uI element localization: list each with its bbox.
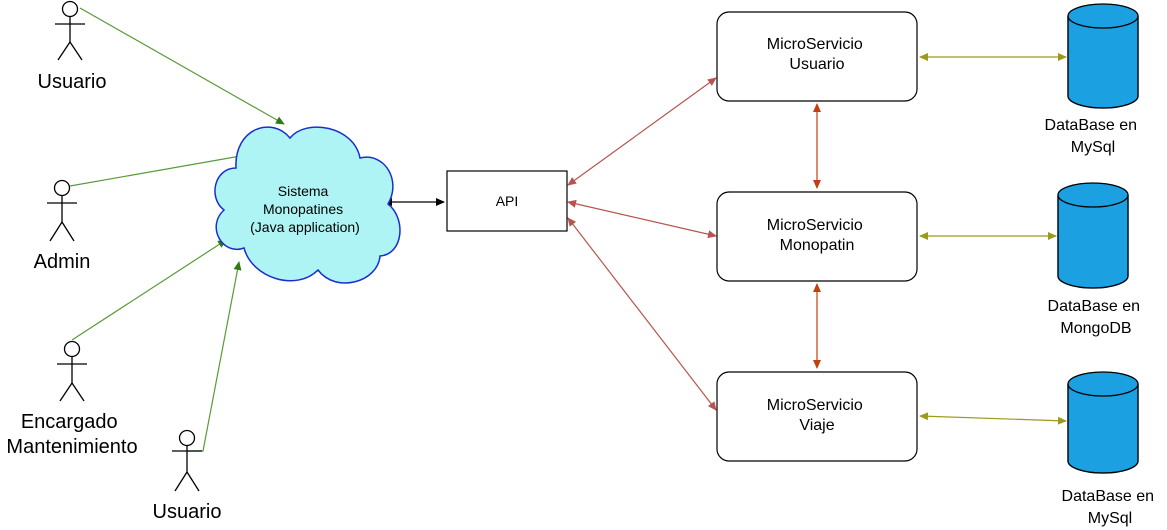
system-label-line-2: Monopatines bbox=[263, 201, 343, 217]
database-label-line-1: DataBase en bbox=[1062, 488, 1155, 505]
stick-figure-icon bbox=[172, 429, 202, 492]
actor-label: Usuario bbox=[153, 501, 222, 523]
database-viaje: DataBase en MySql bbox=[1062, 371, 1159, 527]
service-label-line-1: MicroServicio bbox=[767, 36, 863, 53]
actor-label: Usuario bbox=[38, 71, 107, 93]
actor-usuario-bottom: Usuario bbox=[153, 429, 222, 523]
edge-encargado-system bbox=[71, 239, 227, 341]
api-node: API bbox=[446, 170, 568, 232]
edge-api-monopatin bbox=[567, 199, 717, 239]
service-label-line-2: Viaje bbox=[799, 417, 834, 434]
stick-figure-icon bbox=[47, 179, 77, 242]
actor-label-line-2: Mantenimiento bbox=[6, 436, 137, 458]
database-label: DataBase en MongoDB bbox=[1048, 298, 1145, 337]
database-cylinder-icon bbox=[1057, 182, 1129, 289]
api-box bbox=[446, 170, 568, 232]
service-box bbox=[716, 11, 918, 102]
system-label: Sistema Monopatines (Java application) bbox=[250, 183, 360, 235]
edge-api-viaje bbox=[567, 217, 717, 411]
stick-figure-icon bbox=[57, 340, 87, 402]
api-label: API bbox=[496, 193, 519, 209]
service-label: MicroServicio Monopatin bbox=[767, 217, 867, 254]
service-label: MicroServicio Viaje bbox=[767, 397, 867, 434]
cloud-shape bbox=[214, 126, 401, 284]
actor-encargado: Encargado Mantenimiento bbox=[6, 340, 138, 458]
system-cloud: Sistema Monopatines (Java application) bbox=[214, 126, 401, 284]
database-cylinder-icon bbox=[1067, 3, 1139, 109]
actor-label-line-1: Encargado bbox=[21, 411, 118, 433]
database-label-line-2: MySql bbox=[1088, 510, 1132, 527]
actor-label: Encargado Mantenimiento bbox=[6, 411, 137, 458]
database-label: DataBase en MySql bbox=[1062, 488, 1159, 527]
database-cylinder-icon bbox=[1067, 371, 1139, 474]
edge-admin-system bbox=[69, 151, 253, 187]
system-label-line-1: Sistema bbox=[278, 183, 329, 199]
actor-usuario-top: Usuario bbox=[38, 0, 107, 93]
database-label-line-2: MySql bbox=[1071, 139, 1115, 156]
actor-label: Admin bbox=[34, 251, 91, 273]
edge-usuario1-system bbox=[79, 7, 285, 125]
stick-figure-icon bbox=[55, 0, 85, 61]
database-monopatin: DataBase en MongoDB bbox=[1048, 182, 1145, 337]
service-monopatin: MicroServicio Monopatin bbox=[716, 191, 918, 282]
system-label-line-3: (Java application) bbox=[250, 219, 360, 235]
edge-api-usuario bbox=[567, 77, 717, 186]
database-label-line-1: DataBase en bbox=[1048, 298, 1141, 315]
api-edges bbox=[567, 77, 717, 411]
db-edges bbox=[919, 53, 1067, 425]
edge-viaje-db bbox=[919, 412, 1067, 425]
service-box bbox=[716, 371, 918, 462]
service-viaje: MicroServicio Viaje bbox=[716, 371, 918, 462]
service-label: MicroServicio Usuario bbox=[767, 36, 867, 73]
actor-admin: Admin bbox=[34, 179, 91, 273]
service-label-line-1: MicroServicio bbox=[767, 397, 863, 414]
service-label-line-2: Monopatin bbox=[780, 237, 855, 254]
edge-usuario2-system bbox=[188, 261, 242, 452]
database-usuario: DataBase en MySql bbox=[1045, 3, 1142, 156]
service-label-line-2: Usuario bbox=[789, 56, 844, 73]
service-box bbox=[716, 191, 918, 282]
database-label-line-2: MongoDB bbox=[1060, 320, 1131, 337]
database-label: DataBase en MySql bbox=[1045, 117, 1142, 156]
service-usuario: MicroServicio Usuario bbox=[716, 11, 918, 102]
database-label-line-1: DataBase en bbox=[1045, 117, 1138, 134]
service-label-line-1: MicroServicio bbox=[767, 217, 863, 234]
